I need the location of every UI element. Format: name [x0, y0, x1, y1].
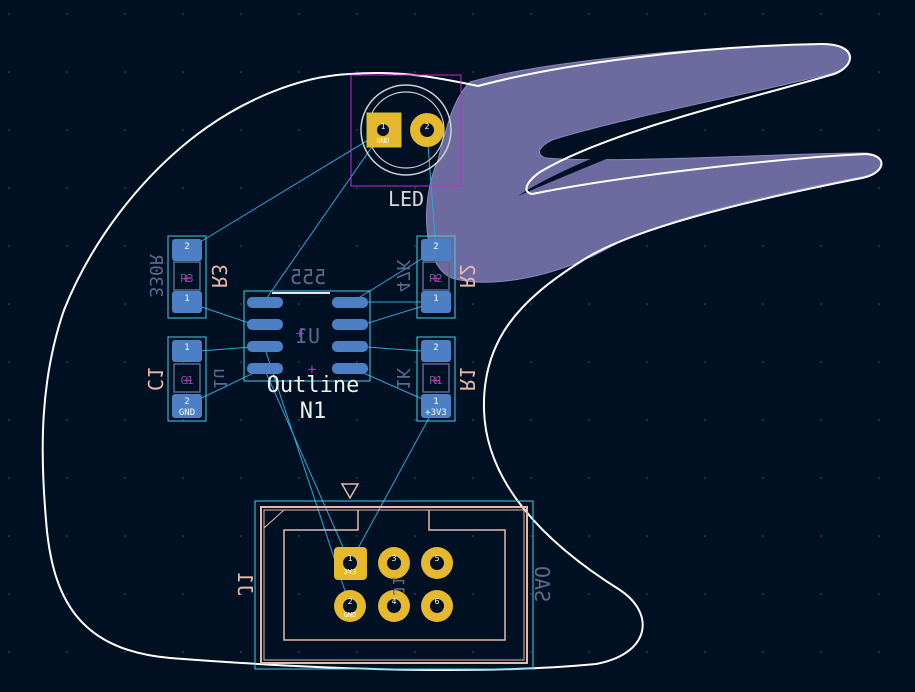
led-selection-box: [350, 74, 462, 187]
j1-ref: J1: [233, 572, 257, 596]
u1-ref: U1: [296, 324, 320, 348]
led-pad-1-num: 1: [381, 122, 386, 131]
c1-courtyard: [167, 336, 207, 422]
u1-value: 555: [290, 265, 326, 289]
u1-courtyard: [243, 290, 371, 382]
r2-pad-1-num: 1: [433, 294, 438, 304]
r2-anchor-cross: +: [432, 271, 440, 287]
j1-pad-4-num: 4: [392, 597, 397, 606]
r1-value: 1K: [392, 368, 413, 390]
led-pad-2-hole: [420, 123, 434, 137]
c1-pad-1[interactable]: [172, 340, 202, 362]
j1-silk-outline: [260, 506, 528, 664]
r2-footprint[interactable]: 2 1 R2 47K R2 +: [392, 235, 479, 319]
r1-courtyard: [416, 336, 456, 422]
outline-ref: N1: [300, 399, 327, 424]
r3-fab-ref: R3: [180, 272, 193, 285]
r3-fab-body: [173, 261, 201, 291]
r1-pad-2[interactable]: [421, 340, 451, 362]
j1-pin1-marker: [340, 483, 360, 500]
j1-pad-5-hole: [430, 556, 444, 570]
j1-pad-1-net: 3V3: [344, 568, 357, 576]
r3-pad-2-num: 2: [184, 242, 189, 252]
j1-pad-6-num: 6: [435, 597, 440, 606]
j1-pad-3-hole: [387, 556, 401, 570]
j1-value: SAO: [530, 566, 554, 602]
r2-pad-2[interactable]: [421, 239, 451, 261]
u1-footprint[interactable]: 555 U1 +: [243, 265, 371, 382]
outline-footprint[interactable]: + Outline N1: [267, 362, 360, 424]
led-pad-2-num: 2: [425, 122, 430, 131]
c1-fab-body: [173, 363, 201, 393]
j1-fab-ref: J1: [389, 576, 408, 595]
c1-pad-2-num: 2: [184, 397, 189, 407]
u1-pad-5[interactable]: [247, 363, 283, 374]
r2-courtyard: [416, 235, 456, 319]
r3-anchor-cross: +: [183, 271, 191, 287]
j1-pad-6-hole: [430, 599, 444, 613]
c1-fab-ref: C1: [180, 374, 193, 387]
u1-pad-2[interactable]: [332, 319, 368, 330]
j1-silk-inner: [263, 509, 525, 661]
u1-pad-4[interactable]: [332, 363, 368, 374]
c1-value: 1u: [209, 368, 230, 390]
led-footprint[interactable]: 1 GND 2 LED: [350, 74, 462, 211]
r2-value: 47K: [392, 260, 413, 293]
r3-footprint[interactable]: 2 1 R3 330R R3 +: [145, 235, 231, 319]
c1-pad-2-net: GND: [179, 408, 195, 418]
r2-pad-2-num: 2: [433, 242, 438, 252]
r2-fab-ref: R2: [429, 272, 442, 285]
r1-anchor-cross: +: [432, 373, 440, 389]
u1-pad-8[interactable]: [247, 297, 283, 308]
r3-value: 330R: [145, 254, 166, 298]
board-outline[interactable]: [41, 42, 883, 672]
r2-ref: R2: [455, 264, 479, 288]
r1-ref: R1: [455, 367, 479, 391]
j1-silk-corner: [263, 509, 285, 529]
outline-anchor-cross: +: [308, 362, 316, 378]
r1-pad-1-net: +3V3: [425, 408, 447, 418]
r1-pad-1-num: 1: [433, 397, 438, 407]
r1-footprint[interactable]: 2 1 +3V3 R1 1K R1 +: [392, 336, 479, 422]
r3-courtyard: [167, 235, 207, 319]
r2-fab-body: [422, 261, 450, 291]
r1-fab-ref: R1: [429, 374, 442, 387]
c1-pad-2[interactable]: [172, 394, 202, 418]
j1-pad-2-net: GND: [344, 611, 357, 619]
c1-footprint[interactable]: 1 2 GND C1 1u C1 +: [143, 336, 230, 422]
j1-pad-2-num: 2: [348, 597, 353, 606]
u1-pad-6[interactable]: [247, 341, 283, 352]
u1-pad-7[interactable]: [247, 319, 283, 330]
r3-pad-2[interactable]: [172, 239, 202, 261]
led-pad-1-hole: [377, 124, 389, 136]
u1-pad-3[interactable]: [332, 341, 368, 352]
j1-pad-1-hole: [343, 556, 357, 570]
c1-ref: C1: [143, 367, 167, 391]
j1-pad-4-hole: [387, 599, 401, 613]
c1-pad-1-num: 1: [184, 343, 189, 353]
r3-ref: R3: [207, 264, 231, 288]
r3-pad-1-num: 1: [184, 294, 189, 304]
outline-value: Outline: [267, 373, 360, 398]
r1-fab-body: [422, 363, 450, 393]
led-ref: LED: [388, 187, 424, 211]
j1-pad-2-hole: [343, 599, 357, 613]
r3-pad-1[interactable]: [172, 291, 202, 313]
u1-anchor-cross: +: [296, 326, 304, 342]
r1-pad-2-num: 2: [433, 343, 438, 353]
c1-anchor-cross: +: [183, 373, 191, 389]
r2-pad-1[interactable]: [421, 291, 451, 313]
j1-courtyard: [254, 500, 534, 670]
led-pad-1-net: GND: [377, 137, 390, 145]
j1-pad-5-num: 5: [435, 554, 440, 563]
led-body-outline: [360, 84, 452, 176]
u1-pad-1[interactable]: [332, 297, 368, 308]
r1-pad-1[interactable]: [421, 394, 451, 418]
j1-key-outline: [283, 510, 506, 641]
j1-footprint[interactable]: 1 3V3 3 5 2 GND 4 6 J1 SAO J1: [233, 483, 554, 670]
j1-pad-3-num: 3: [392, 554, 397, 563]
j1-pad-1-num: 1: [348, 554, 353, 563]
